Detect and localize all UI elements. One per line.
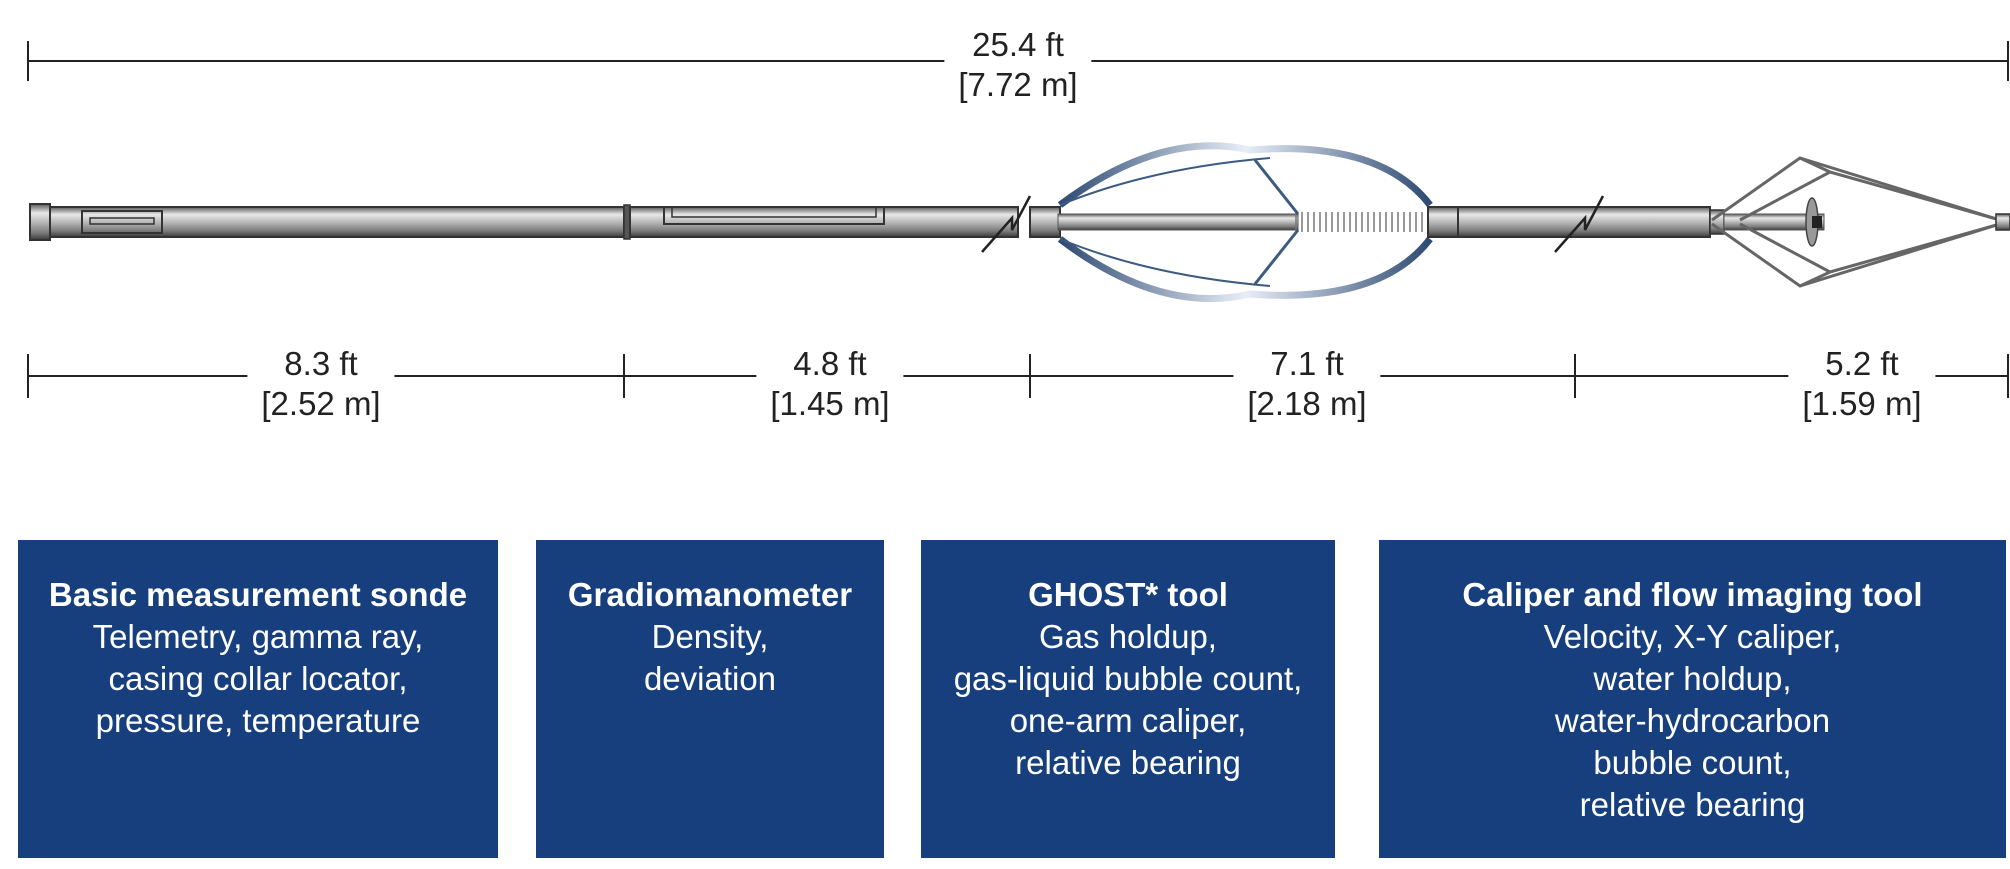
section-dimension-ft: 7.1 ft xyxy=(1270,345,1344,382)
section-dimension-label-4: 5.2 ft [1.59 m] xyxy=(1788,344,1936,424)
box-line: deviation xyxy=(643,660,777,697)
box-line: pressure, temperature xyxy=(95,702,421,739)
box-line: water-hydrocarbon xyxy=(1554,702,1831,739)
ghost-tool-drawing xyxy=(1029,142,1459,303)
box-line: Velocity, X-Y caliper, xyxy=(1543,618,1842,655)
section-dimension-label-3: 7.1 ft [2.18 m] xyxy=(1233,344,1381,424)
section-dimension-m: [2.52 m] xyxy=(261,385,381,422)
box-title: GHOST* tool xyxy=(1028,576,1228,613)
section-dimension-ft: 4.8 ft xyxy=(793,345,867,382)
box-line: relative bearing xyxy=(1579,786,1806,823)
overall-dimension-ft: 25.4 ft xyxy=(972,26,1064,63)
box-line: Gas holdup, xyxy=(1039,618,1217,655)
ghost-tool-box: GHOST* tool Gas holdup, gas-liquid bubbl… xyxy=(921,540,1335,858)
box-title: Basic measurement sonde xyxy=(48,576,468,613)
box-line: water holdup, xyxy=(1593,660,1792,697)
section-dimension-m: [1.45 m] xyxy=(770,385,890,422)
box-line: bubble count, xyxy=(1593,744,1792,781)
box-line: relative bearing xyxy=(1015,744,1241,781)
box-line: casing collar locator, xyxy=(108,660,408,697)
basic-measurement-sonde-drawing xyxy=(29,203,625,241)
box-title: Gradiomanometer xyxy=(567,576,853,613)
box-line: gas-liquid bubble count, xyxy=(953,660,1303,697)
section-dimension-label-2: 4.8 ft [1.45 m] xyxy=(756,344,904,424)
section-dimension-ft: 5.2 ft xyxy=(1825,345,1899,382)
basic-measurement-sonde-box: Basic measurement sonde Telemetry, gamma… xyxy=(18,540,498,858)
overall-dimension-m: [7.72 m] xyxy=(958,66,1078,103)
box-line: Telemetry, gamma ray, xyxy=(92,618,424,655)
overall-dimension-label: 25.4 ft [7.72 m] xyxy=(944,25,1092,105)
gradiomanometer-drawing xyxy=(623,195,1032,253)
caliper-flow-imaging-drawing xyxy=(1457,156,2010,288)
section-dimension-m: [2.18 m] xyxy=(1247,385,1367,422)
caliper-flow-imaging-box: Caliper and flow imaging tool Velocity, … xyxy=(1379,540,2006,858)
section-dimension-label-1: 8.3 ft [2.52 m] xyxy=(247,344,395,424)
section-dimension-m: [1.59 m] xyxy=(1802,385,1922,422)
box-title: Caliper and flow imaging tool xyxy=(1462,576,1923,613)
box-line: one-arm caliper, xyxy=(1009,702,1247,739)
section-dimension-ft: 8.3 ft xyxy=(284,345,358,382)
gradiomanometer-box: Gradiomanometer Density, deviation xyxy=(536,540,884,858)
box-line: Density, xyxy=(651,618,769,655)
